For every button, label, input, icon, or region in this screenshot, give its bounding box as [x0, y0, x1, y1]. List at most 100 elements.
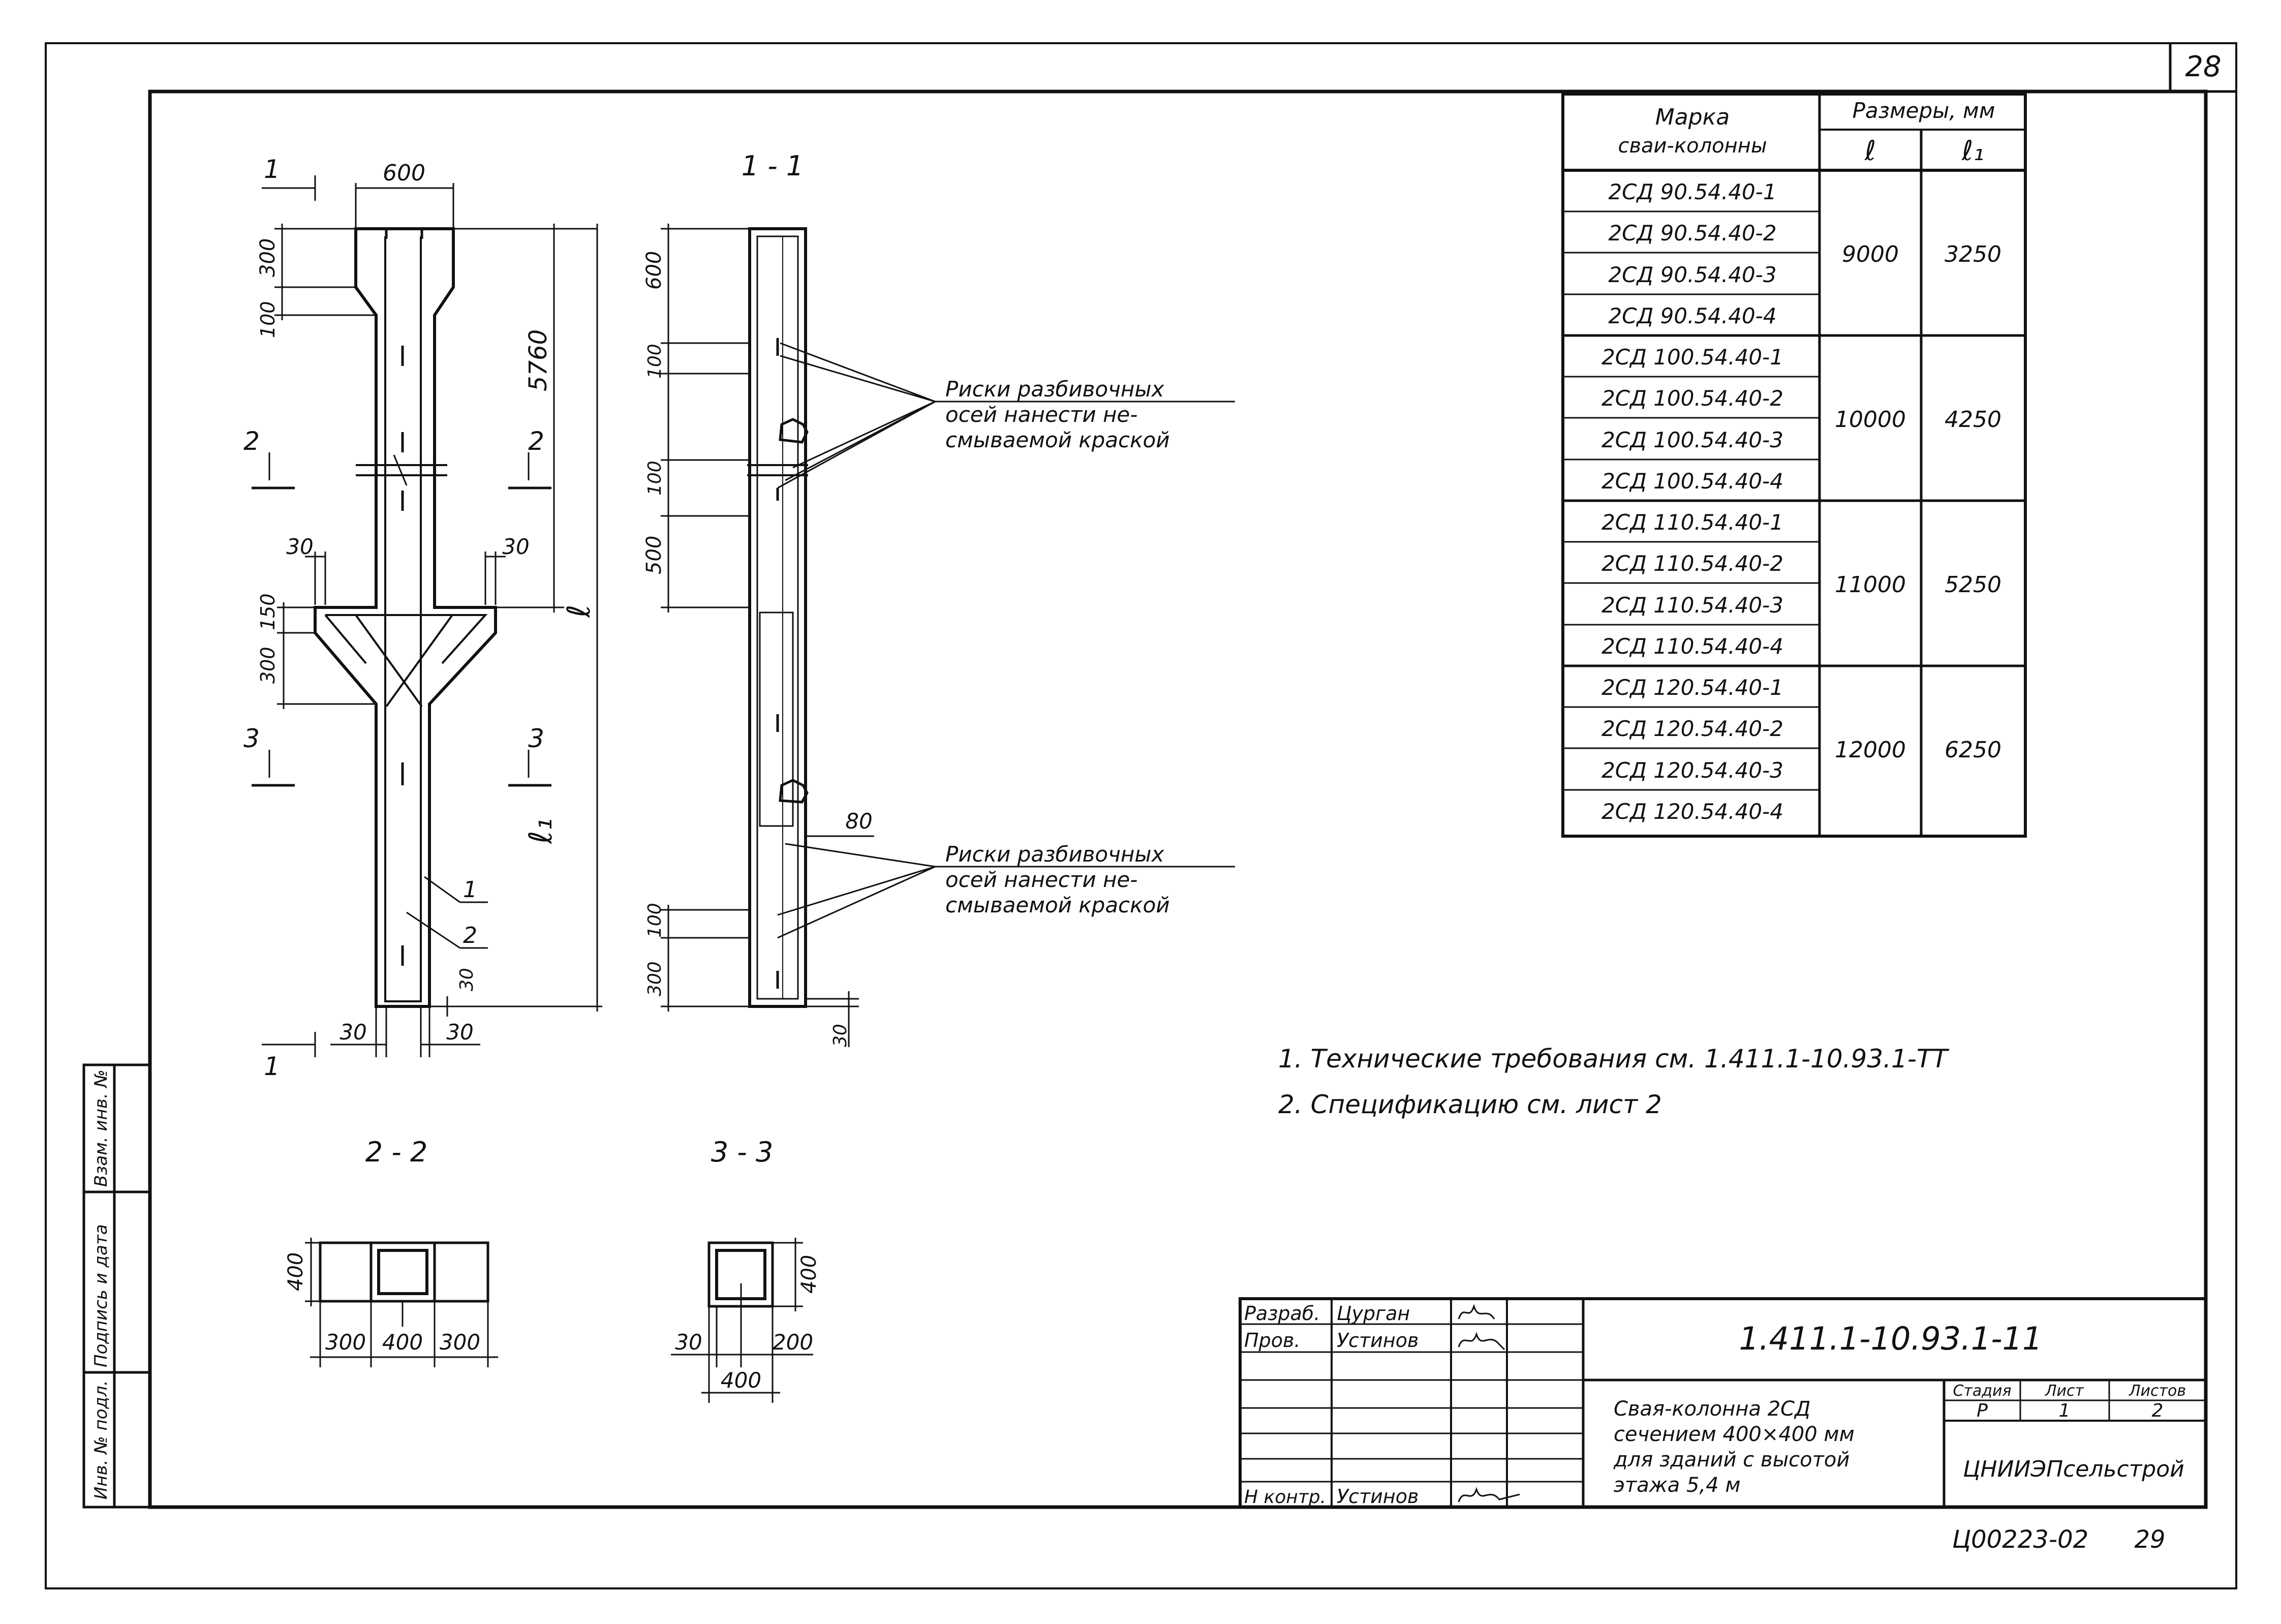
table-row-mark: 2СД 90.54.40-4 [1608, 303, 1776, 328]
table-row-mark: 2СД 100.54.40-3 [1601, 427, 1783, 452]
bottom-code: Ц00223-02 [1952, 1525, 2088, 1554]
lifting-loop-upper [779, 418, 809, 444]
table-row-mark: 2СД 110.54.40-4 [1601, 634, 1783, 659]
tb-stage-value: Р [1977, 1400, 1988, 1421]
dim-corbel-top: 150 [257, 593, 279, 630]
dim-lower-length: ℓ₁ [522, 818, 559, 844]
table-header-mark-2: сваи-колонны [1618, 134, 1767, 158]
tb-sheet-value: 1 [2059, 1400, 2071, 1421]
tb-name-2: Устинов [1337, 1329, 1419, 1352]
side-view [747, 227, 809, 1008]
cut-mark-1-bottom: 1 [264, 1052, 280, 1081]
table-row-mark: 2СД 120.54.40-3 [1601, 758, 1783, 783]
tb-role-1: Разраб. [1244, 1302, 1320, 1325]
table-cell-l1: 3250 [1945, 241, 2001, 267]
side-dim-30: 30 [830, 1024, 851, 1047]
side-dim-100-bot: 100 [644, 903, 665, 938]
table-row-mark: 2СД 110.54.40-3 [1601, 593, 1783, 618]
side-dim-100-mid: 100 [644, 461, 665, 496]
tb-desc-1: Свая-колонна 2СД [1614, 1397, 1810, 1421]
marking-note-lower-1: Риски разбивочных [945, 842, 1165, 867]
table-row-mark: 2СД 110.54.40-2 [1601, 551, 1783, 576]
table-cell-l1: 5250 [1945, 572, 2001, 598]
front-view-dimensions [252, 175, 602, 1057]
tb-name-3: Устинов [1337, 1485, 1419, 1508]
sec33-dim-height: 400 [797, 1255, 821, 1294]
sec22-dim-height: 400 [284, 1252, 307, 1291]
table-row-mark: 2СД 100.54.40-2 [1601, 386, 1783, 411]
side-dim-500: 500 [642, 536, 666, 574]
dim-head-height: 300 [256, 238, 280, 277]
sec33-dim-left: 30 [675, 1330, 702, 1355]
table-header-sizes: Размеры, мм [1853, 98, 1995, 123]
side-stamp-sign: Подпись и дата [91, 1224, 111, 1367]
table-cell-l: 10000 [1835, 407, 1906, 433]
marking-note-lower-2: осей нанести не- [945, 867, 1137, 892]
section-3-3-title: 3 - 3 [711, 1136, 774, 1168]
side-dim-600: 600 [642, 251, 666, 290]
doc-code: 1.411.1-10.93.1-11 [1739, 1320, 2043, 1357]
cut-mark-1-top: 1 [264, 155, 280, 184]
table-row-mark: 2СД 100.54.40-4 [1601, 469, 1783, 494]
callout-1: 1 [463, 877, 477, 903]
side-stamp [82, 1063, 151, 1509]
side-dim-300-bot: 300 [644, 961, 665, 996]
dim-corbel-height: 300 [257, 647, 279, 684]
table-row-mark: 2СД 90.54.40-3 [1608, 262, 1776, 287]
table-cell-l: 12000 [1835, 737, 1906, 763]
section-2-2 [305, 1238, 498, 1367]
sheet-number: 28 [2185, 50, 2221, 83]
side-dim-80: 80 [845, 809, 872, 834]
table-row-mark: 2СД 120.54.40-4 [1601, 799, 1783, 824]
cut-mark-2-left: 2 [243, 426, 260, 456]
table-header-l1: ℓ₁ [1961, 135, 1984, 167]
sec22-dim-right: 300 [440, 1330, 480, 1355]
table-cell-l1: 6250 [1945, 737, 2001, 763]
note-2: 2. Спецификацию см. лист 2 [1278, 1090, 1662, 1119]
tb-desc-3: для зданий с высотой [1613, 1448, 1850, 1472]
table-cell-l: 9000 [1842, 241, 1899, 267]
sec33-dim-right: 200 [773, 1330, 813, 1355]
table-row-mark: 2СД 110.54.40-1 [1601, 510, 1783, 535]
marking-note-upper-2: осей нанести не- [945, 402, 1137, 427]
title-block-grid [1239, 1297, 2207, 1509]
callout-2: 2 [463, 923, 477, 948]
reinforcement-cage [384, 236, 422, 1002]
section-2-2-title: 2 - 2 [365, 1136, 428, 1168]
dim-bottom-right: 30 [446, 1020, 473, 1045]
table-header-l: ℓ [1864, 135, 1876, 167]
table-row-mark: 2СД 120.54.40-1 [1601, 675, 1783, 700]
dim-corbel-right: 30 [502, 534, 529, 559]
dim-upper-length: 5760 [524, 329, 552, 391]
tb-stage-label: Стадия [1953, 1382, 2011, 1400]
table-row-mark: 2СД 100.54.40-1 [1601, 345, 1783, 370]
cut-mark-3-left: 3 [243, 724, 260, 753]
side-stamp-replace: Взам. инв. № [91, 1069, 111, 1187]
table-row-mark: 2СД 90.54.40-1 [1608, 179, 1776, 204]
table-row-mark: 2СД 90.54.40-2 [1608, 221, 1776, 246]
tb-sheet-label: Лист [2045, 1382, 2085, 1400]
tb-name-1: Цурган [1337, 1302, 1410, 1325]
side-dim-100-top: 100 [644, 344, 665, 379]
dim-bottom-left: 30 [340, 1020, 366, 1045]
spec-table-grid [1561, 93, 2027, 838]
side-stamp-inv: Инв. № подл. [91, 1380, 111, 1499]
dim-top-width: 600 [383, 160, 425, 186]
sec22-dim-mid: 400 [382, 1330, 423, 1355]
cut-mark-2-right: 2 [528, 426, 544, 456]
section-1-1-title: 1 - 1 [742, 150, 804, 182]
dim-corbel-left: 30 [286, 534, 313, 559]
section-3-3 [671, 1238, 813, 1403]
tb-role-2: Пров. [1244, 1329, 1300, 1352]
marking-leaders [777, 342, 1235, 939]
marking-note-lower-3: смываемой краской [945, 893, 1170, 917]
bottom-page: 29 [2134, 1525, 2165, 1554]
tb-sheets-value: 2 [2152, 1400, 2164, 1421]
table-header-mark-1: Марка [1655, 104, 1730, 130]
tb-sheets-label: Листов [2129, 1382, 2186, 1400]
tb-desc-4: этажа 5,4 м [1614, 1474, 1741, 1497]
sheet-frame [45, 42, 2237, 1589]
dim-total-length: ℓ [560, 604, 597, 618]
